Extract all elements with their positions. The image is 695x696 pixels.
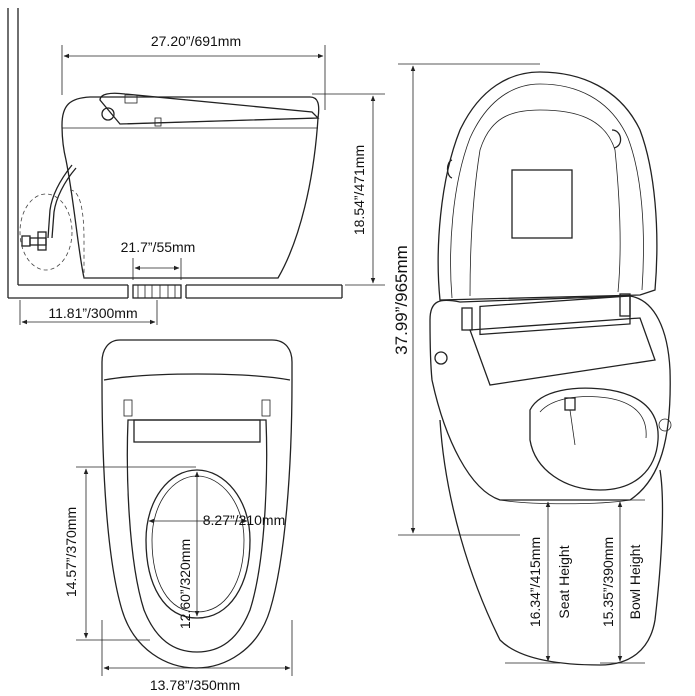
drain-outlet	[132, 284, 182, 299]
bidet-nozzle	[564, 397, 576, 411]
control-knob-side	[101, 107, 115, 121]
seat-outline-top	[126, 419, 268, 653]
seat-height-label: Seat Height	[556, 545, 572, 618]
top-view	[76, 339, 293, 676]
seat-opening-top	[145, 469, 251, 619]
iso-view	[398, 63, 672, 666]
valve-icon	[21, 235, 31, 247]
seat-hinge-cover	[133, 419, 261, 443]
seat-opening-iso	[529, 387, 659, 491]
side-view	[7, 8, 385, 325]
bowl-height-label: Bowl Height	[627, 545, 643, 620]
seat-height-value: 16.34”/415mm	[527, 537, 543, 627]
bowl-iso	[429, 295, 671, 501]
overall-width-label: 13.78”/350mm	[150, 677, 240, 693]
seat-hinge-iso	[469, 317, 656, 386]
seat-width-label: 8.27”/210mm	[203, 512, 285, 528]
water-hose	[47, 164, 73, 239]
overall-length-label: 27.20”/691mm	[151, 33, 241, 49]
bowl-height-value: 15.35”/390mm	[600, 537, 616, 627]
toilet-lid-side	[99, 92, 320, 125]
overall-height-label: 37.99”/965mm	[392, 245, 411, 355]
rough-in-label: 11.81”/300mm	[48, 305, 137, 321]
lid-iso	[437, 71, 658, 301]
drain-outlet-label: 21.7”/55mm	[121, 239, 196, 255]
control-knob-iso	[434, 351, 448, 365]
seat-length-label: 12.60”/320mm	[177, 539, 193, 629]
sensor-iso	[658, 418, 672, 432]
valve-detail-circle	[19, 193, 73, 271]
lid-panel	[511, 169, 573, 239]
height-label: 18.54”/471mm	[351, 145, 367, 235]
toilet-body-side	[61, 96, 320, 279]
pedestal-iso	[439, 419, 664, 666]
overall-depth-label: 14.57”/370mm	[63, 507, 79, 597]
